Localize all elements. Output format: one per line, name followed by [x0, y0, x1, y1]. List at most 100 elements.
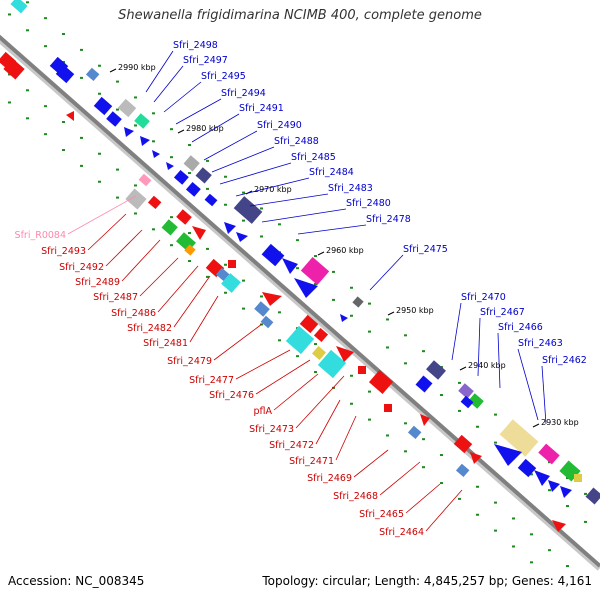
gene-label-reverse[interactable]: Sfri_2489: [75, 277, 120, 288]
track-dot: [278, 223, 281, 226]
gene-label-reverse[interactable]: Sfri_2492: [59, 262, 104, 273]
track-dot: [224, 203, 227, 206]
gene-label-forward[interactable]: Sfri_2462: [542, 355, 587, 366]
track-dot: [62, 33, 65, 36]
track-dot: [8, 101, 11, 104]
gene-feature: [183, 155, 200, 172]
gene-label-forward[interactable]: Sfri_2495: [201, 71, 246, 82]
scale-tick-label: 2950 kbp: [396, 306, 434, 315]
track-dot: [386, 318, 389, 321]
label-leader-line: [335, 415, 357, 461]
gene-feature: [534, 470, 550, 486]
track-dot: [206, 187, 209, 190]
gene-label-forward[interactable]: Sfri_2490: [257, 120, 302, 131]
gene-feature: [124, 127, 134, 137]
gene-label-forward[interactable]: Sfri_2494: [221, 88, 266, 99]
gene-label-forward[interactable]: Sfri_2480: [346, 198, 391, 209]
gene-label-forward[interactable]: Sfri_2467: [480, 307, 525, 318]
scale-tick-label: 2930 kbp: [541, 418, 579, 427]
gene-label-forward[interactable]: Sfri_2485: [291, 152, 336, 163]
label-leader-line: [219, 162, 292, 185]
gene-label-reverse[interactable]: Sfri_2479: [167, 356, 212, 367]
track-dot: [134, 96, 137, 99]
track-dot: [440, 482, 443, 485]
track-dot: [80, 76, 83, 79]
gene-feature: [470, 452, 482, 464]
gene-label-reverse[interactable]: Sfri_2465: [359, 509, 404, 520]
label-leader-line: [235, 349, 291, 380]
scale-tick-label: 2990 kbp: [118, 63, 156, 72]
track-dot: [512, 517, 515, 520]
gene-label-reverse[interactable]: Sfri_2473: [249, 424, 294, 435]
gene-label-reverse[interactable]: Sfri_2482: [127, 323, 172, 334]
gene-feature: [294, 278, 318, 298]
gene-feature: [415, 375, 433, 393]
gene-label-reverse[interactable]: Sfri_2464: [379, 527, 424, 538]
track-dot: [476, 425, 479, 428]
gene-label-forward[interactable]: Sfri_2484: [309, 167, 354, 178]
gene-label-reverse[interactable]: Sfri_2468: [333, 491, 378, 502]
track-dot: [260, 235, 263, 238]
track-dot: [548, 549, 551, 552]
gene-label-reverse[interactable]: Sfri_2476: [209, 390, 254, 401]
track-dot: [350, 314, 353, 317]
label-leader-line: [295, 375, 345, 429]
gene-feature: [173, 169, 189, 185]
label-leader-line: [213, 323, 263, 361]
gene-feature: [236, 232, 248, 242]
track-dot: [332, 270, 335, 273]
rna-label[interactable]: Sfri_R0084: [15, 230, 66, 241]
label-leader-line: [235, 177, 310, 197]
gene-label-reverse[interactable]: Sfri_2472: [269, 440, 314, 451]
label-leader-line: [211, 146, 275, 173]
gene-label-reverse[interactable]: Sfri_2486: [111, 308, 156, 319]
gene-label-forward[interactable]: Sfri_2478: [366, 214, 411, 225]
gene-label-forward[interactable]: Sfri_2463: [518, 338, 563, 349]
gene-feature: [260, 315, 274, 329]
track-dot: [152, 228, 155, 231]
gene-feature: [538, 443, 560, 465]
gene-label-forward[interactable]: Sfri_2488: [274, 136, 319, 147]
gene-feature: [499, 419, 539, 457]
gene-label-reverse[interactable]: Sfri_2481: [143, 338, 188, 349]
track-dot: [494, 501, 497, 504]
track-dot: [530, 473, 533, 476]
track-dot: [404, 334, 407, 337]
gene-label-reverse[interactable]: Sfri_2487: [93, 292, 138, 303]
track-dot: [26, 29, 29, 32]
gene-features: [0, 0, 600, 532]
gene-feature: [147, 195, 162, 210]
track-dot: [350, 374, 353, 377]
track-dot: [206, 159, 209, 162]
gene-label-reverse[interactable]: Sfri_2493: [41, 246, 86, 257]
gene-label-reverse[interactable]: Sfri_2469: [307, 473, 352, 484]
track-dot: [476, 485, 479, 488]
gene-feature: [560, 486, 572, 498]
track-dot: [116, 80, 119, 83]
track-dot: [530, 561, 533, 564]
track-dot: [584, 520, 587, 523]
gene-label-forward[interactable]: Sfri_2466: [498, 322, 543, 333]
label-leader-line: [145, 50, 174, 93]
track-dot: [224, 263, 227, 266]
track-dot: [260, 207, 263, 210]
gene-label-forward[interactable]: Sfri_2498: [173, 40, 218, 51]
gene-label-reverse[interactable]: Sfri_2477: [189, 375, 234, 386]
gene-label-forward[interactable]: Sfri_2491: [239, 103, 284, 114]
label-leader-line: [249, 193, 329, 207]
track-dot: [188, 232, 191, 235]
gene-label-forward[interactable]: Sfri_2470: [461, 292, 506, 303]
gene-label-reverse[interactable]: pflA: [253, 406, 272, 417]
gene-label-forward[interactable]: Sfri_2475: [403, 244, 448, 255]
scale-tick-label: 2960 kbp: [326, 246, 364, 255]
gene-label-reverse[interactable]: Sfri_2471: [289, 456, 334, 467]
gene-feature: [55, 64, 75, 84]
label-leader-line: [191, 113, 240, 143]
gene-label-forward[interactable]: Sfri_2497: [183, 55, 228, 66]
track-dot: [80, 48, 83, 51]
gene-feature: [184, 244, 196, 256]
label-leader-line: [163, 81, 202, 113]
gene-label-forward[interactable]: Sfri_2483: [328, 183, 373, 194]
track-dot: [368, 390, 371, 393]
